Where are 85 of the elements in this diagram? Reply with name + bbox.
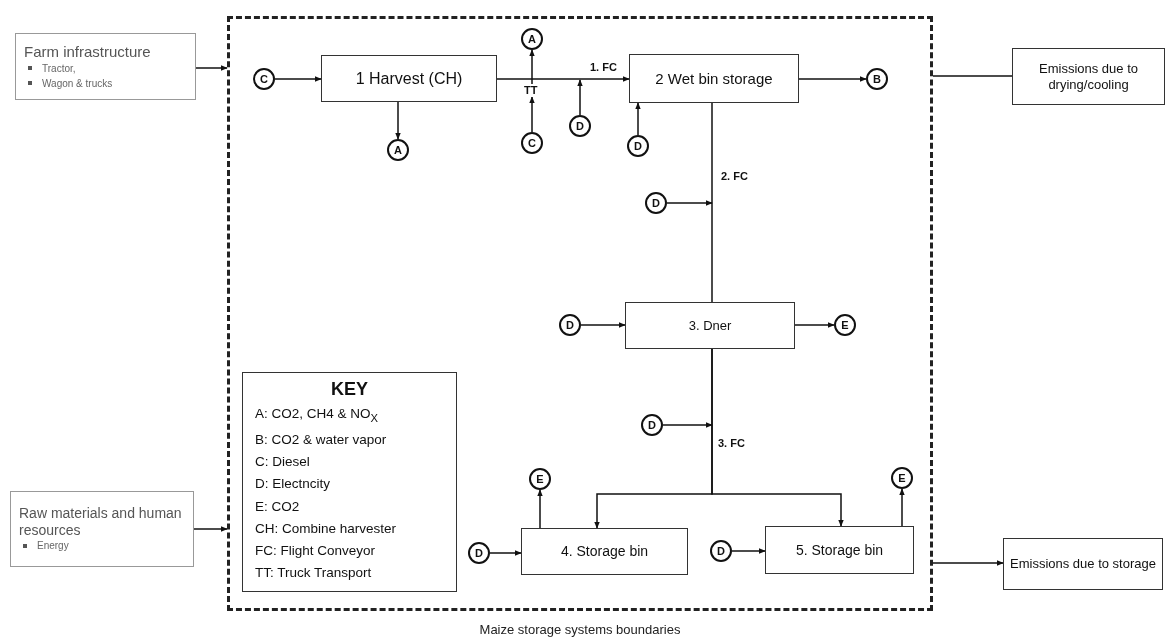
letter-circle xyxy=(645,192,667,214)
key-entry: FC: Flight Conveyor xyxy=(255,541,377,560)
arrow xyxy=(274,76,322,82)
boundary-caption: Maize storage systems boundaries xyxy=(478,622,682,637)
process-box xyxy=(765,526,914,574)
letter-circle xyxy=(387,139,409,161)
box-heading: Raw materials and human resources xyxy=(19,504,183,539)
key-entry: TT: Truck Transport xyxy=(255,564,373,583)
process-box xyxy=(1012,48,1165,105)
arrow xyxy=(529,96,535,133)
arrow xyxy=(193,526,228,532)
key-box xyxy=(242,372,457,592)
key-title: KEY xyxy=(330,379,369,400)
circle-letter: D xyxy=(652,197,660,209)
circle-letter: D xyxy=(475,547,483,559)
process-box xyxy=(629,54,799,103)
circle-letter: D xyxy=(648,419,656,431)
circle-letter: D xyxy=(566,319,574,331)
circle-letter: E xyxy=(536,473,544,485)
circle-letter: E xyxy=(898,472,906,484)
box-label: 5. Storage bin xyxy=(795,541,884,559)
process-box xyxy=(1003,538,1163,590)
process-box xyxy=(321,55,497,102)
arrow xyxy=(932,560,1004,566)
box-label: 1 Harvest (CH) xyxy=(355,68,463,89)
circle-letter: A xyxy=(394,144,402,156)
letter-circle xyxy=(710,540,732,562)
letter-circle xyxy=(559,314,581,336)
box-label: 2 Wet bin storage xyxy=(655,69,773,88)
circle-letter: D xyxy=(576,120,584,132)
arrow xyxy=(529,49,535,85)
process-box xyxy=(521,528,688,575)
letter-circle xyxy=(866,68,888,90)
key-entry: A: CO2, CH4 & NO$_{X}$ xyxy=(255,405,380,426)
arrow xyxy=(496,76,630,82)
box-heading: Farm infrastructure xyxy=(24,42,151,61)
letter-circle xyxy=(891,467,913,489)
circle-letter: D xyxy=(717,545,725,557)
circle-letter: B xyxy=(873,73,881,85)
letter-circle xyxy=(834,314,856,336)
arrow xyxy=(798,76,867,82)
arrow xyxy=(899,488,905,527)
arrow xyxy=(731,548,766,554)
bullet-item: Energy xyxy=(37,539,69,554)
connector-line xyxy=(711,102,713,303)
arrow xyxy=(666,200,713,206)
circle-letter: A xyxy=(528,33,536,45)
arrow xyxy=(662,422,713,428)
letter-circle xyxy=(569,115,591,137)
arrow xyxy=(537,489,543,529)
key-entry: B: CO2 & water vapor xyxy=(255,430,388,449)
key-entry: CH: Combine harvester xyxy=(255,519,398,538)
arrow xyxy=(580,322,626,328)
letter-circle xyxy=(641,414,663,436)
arrow xyxy=(577,79,583,116)
connector-line xyxy=(932,75,1013,77)
letter-circle xyxy=(627,135,649,157)
letter-circle xyxy=(521,28,543,50)
arrow xyxy=(395,101,401,140)
box-label: 4. Storage bin xyxy=(560,543,649,560)
arrow xyxy=(711,348,844,527)
key-entry: D: Electncity xyxy=(255,475,332,494)
input-box xyxy=(10,491,194,567)
circle-letter: C xyxy=(260,73,268,85)
arrow xyxy=(635,102,641,136)
circle-letter: D xyxy=(634,140,642,152)
input-box xyxy=(15,33,196,100)
bullet-item: Wagon & trucks xyxy=(42,76,113,91)
letter-circle xyxy=(253,68,275,90)
arrow xyxy=(794,322,835,328)
circle-letter: C xyxy=(528,137,536,149)
bullet-item: Tractor, xyxy=(42,61,76,76)
arrow xyxy=(195,65,228,71)
key-entry: E: CO2 xyxy=(255,497,301,516)
key-entry: C: Diesel xyxy=(255,453,311,472)
process-box xyxy=(625,302,795,349)
letter-circle xyxy=(468,542,490,564)
box-label: Emissions due to drying/cooling xyxy=(1038,60,1139,93)
junction-label: TT xyxy=(523,84,541,97)
letter-circle xyxy=(521,132,543,154)
box-label: Emissions due to storage xyxy=(1010,556,1156,572)
letter-circle xyxy=(529,468,551,490)
circle-letter: E xyxy=(841,319,849,331)
arrow xyxy=(489,550,522,556)
box-label: 3. Dner xyxy=(688,317,732,334)
